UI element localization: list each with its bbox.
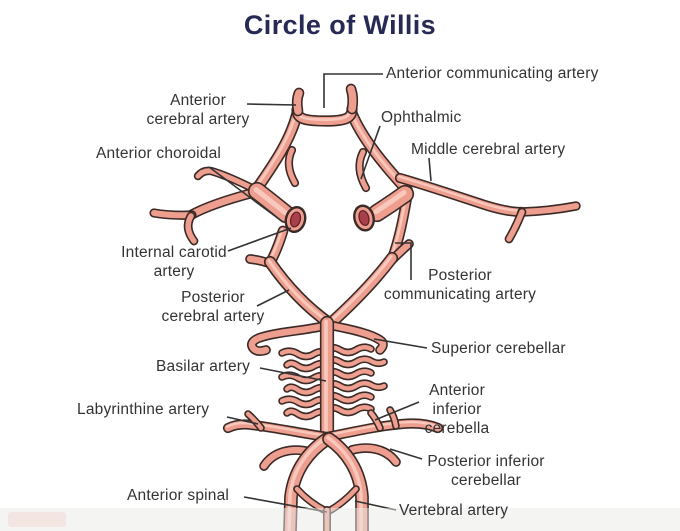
label-superior-cerebellar: Superior cerebellar bbox=[431, 340, 566, 357]
label-vertebral-artery: Vertebral artery bbox=[399, 502, 509, 519]
label-anterior-communicating-artery: Anterior communicating artery bbox=[386, 65, 599, 82]
footer-band bbox=[0, 508, 680, 531]
label-ophthalmic: Ophthalmic bbox=[381, 109, 462, 126]
ica-cut-face-left bbox=[284, 205, 307, 234]
diagram-title: Circle of Willis bbox=[243, 10, 437, 40]
label-basilar-artery: Basilar artery bbox=[156, 358, 251, 375]
leader-lines bbox=[208, 73, 432, 513]
label-anterior-choroidal: Anterior choroidal bbox=[96, 145, 222, 162]
label-anterior-spinal: Anterior spinal bbox=[127, 487, 230, 504]
label-labyrinthine-artery: Labyrinthine artery bbox=[77, 401, 210, 418]
vessels-layer bbox=[149, 83, 581, 531]
ica-cut-face-right bbox=[353, 204, 375, 232]
label-middle-cerebral-artery: Middle cerebral artery bbox=[411, 141, 566, 158]
